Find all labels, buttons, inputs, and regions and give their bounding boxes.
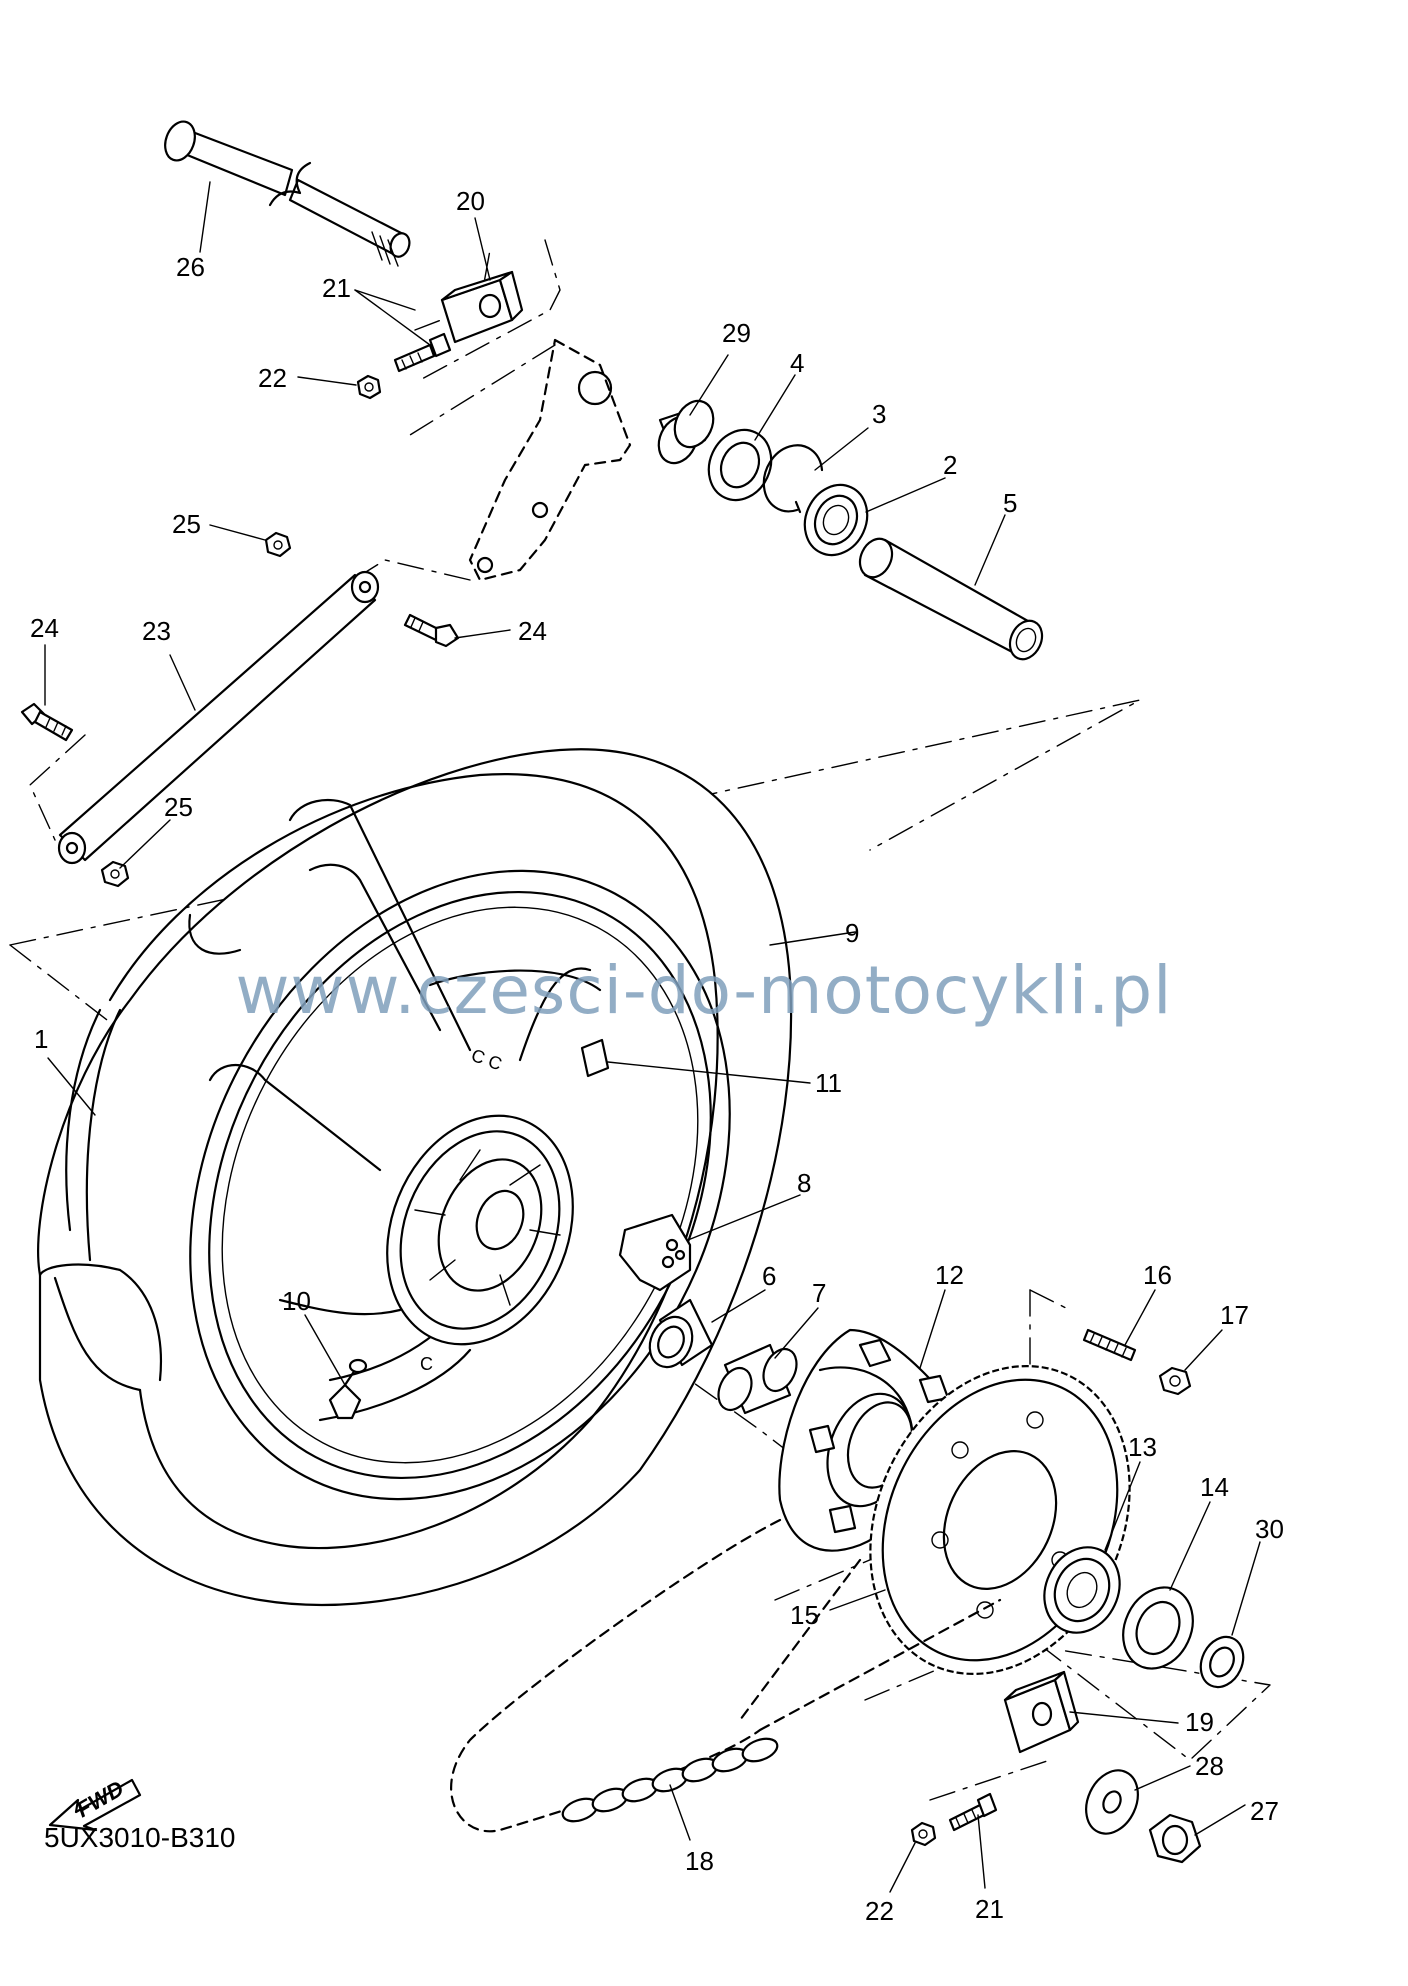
part-4-oil-seal (707, 428, 773, 502)
callout-16: 16 (1143, 1260, 1172, 1290)
part-21-bolt-top (393, 332, 452, 373)
callout-leaders (44, 181, 1261, 1893)
callout-25-bottom: 25 (164, 792, 193, 822)
callout-20: 20 (456, 186, 485, 216)
part-6-bearing (648, 1298, 714, 1369)
part-2-bearing (803, 483, 869, 557)
callout-1: 1 (34, 1024, 48, 1054)
part-20-adjuster-block (440, 270, 524, 344)
callout-12: 12 (935, 1260, 964, 1290)
callout-6: 6 (762, 1261, 776, 1291)
part-3-circlip (762, 444, 824, 514)
part-11-balance-weight (580, 1038, 610, 1078)
part-5-spacer-collar (858, 537, 1044, 661)
callout-21-top: 21 (322, 273, 351, 303)
part-9-tire-and-part-1-wheel: C C C (37, 748, 793, 1606)
svg-text:C: C (420, 1354, 433, 1374)
callout-25-top: 25 (172, 509, 201, 539)
part-28-washer (1085, 1769, 1139, 1835)
diagram-code: 5UX3010-B310 (44, 1822, 236, 1853)
callout-9: 9 (845, 918, 859, 948)
part-22-nut-bottom (910, 1821, 937, 1847)
part-25-nut-top (264, 531, 292, 558)
callout-17: 17 (1220, 1300, 1249, 1330)
part-13-bearing (1043, 1546, 1121, 1634)
part-24-bolt-right (403, 613, 460, 648)
website-watermark: www.czesci-do-motocykli.pl (235, 952, 1173, 1029)
callout-15: 15 (790, 1600, 819, 1630)
part-18-drive-chain (450, 1518, 1002, 1833)
callout-labels: 1 2 3 4 5 6 7 8 9 10 11 12 13 14 15 16 1… (30, 186, 1284, 1926)
callout-24-left: 24 (30, 613, 59, 643)
part-26-pivot-shaft (164, 120, 411, 267)
callout-22-bottom: 22 (865, 1896, 894, 1926)
part-17-nut (1158, 1366, 1192, 1396)
part-30-collar (1199, 1635, 1245, 1689)
caliper-bracket-outline (468, 338, 632, 582)
callout-5: 5 (1003, 488, 1017, 518)
callout-18: 18 (685, 1846, 714, 1876)
part-23-torque-arm (57, 570, 380, 865)
part-21-bolt-bottom (948, 1792, 998, 1832)
callout-11: 11 (815, 1068, 842, 1098)
part-27-axle-nut (1148, 1813, 1202, 1864)
callout-19: 19 (1185, 1707, 1214, 1737)
callout-23: 23 (142, 616, 171, 646)
callout-26: 26 (176, 252, 205, 282)
callout-29: 29 (722, 318, 751, 348)
callout-24-right: 24 (518, 616, 547, 646)
part-24-bolt-left (20, 702, 74, 742)
part-25-nut-bottom (100, 860, 130, 888)
part-8-clamp (618, 1213, 692, 1292)
callout-7: 7 (812, 1278, 826, 1308)
callout-2: 2 (943, 450, 957, 480)
callout-8: 8 (797, 1168, 811, 1198)
callout-30: 30 (1255, 1514, 1284, 1544)
callout-10: 10 (282, 1286, 311, 1316)
part-10-valve (328, 1358, 368, 1420)
part-22-nut-top (356, 374, 382, 400)
chain-links (561, 1737, 779, 1823)
callout-21-bottom: 21 (975, 1894, 1004, 1924)
part-29-collar (657, 399, 715, 465)
callout-27: 27 (1250, 1796, 1279, 1826)
callout-22-top: 22 (258, 363, 287, 393)
part-16-stud-bolt (1082, 1328, 1137, 1362)
callout-14: 14 (1200, 1472, 1229, 1502)
callout-4: 4 (790, 348, 804, 378)
callout-3: 3 (872, 399, 886, 429)
callout-13: 13 (1128, 1432, 1157, 1462)
callout-28: 28 (1195, 1751, 1224, 1781)
part-19-adjuster-block (1003, 1670, 1080, 1754)
part-14-oil-seal (1122, 1586, 1194, 1670)
part-7-collar (717, 1343, 798, 1415)
